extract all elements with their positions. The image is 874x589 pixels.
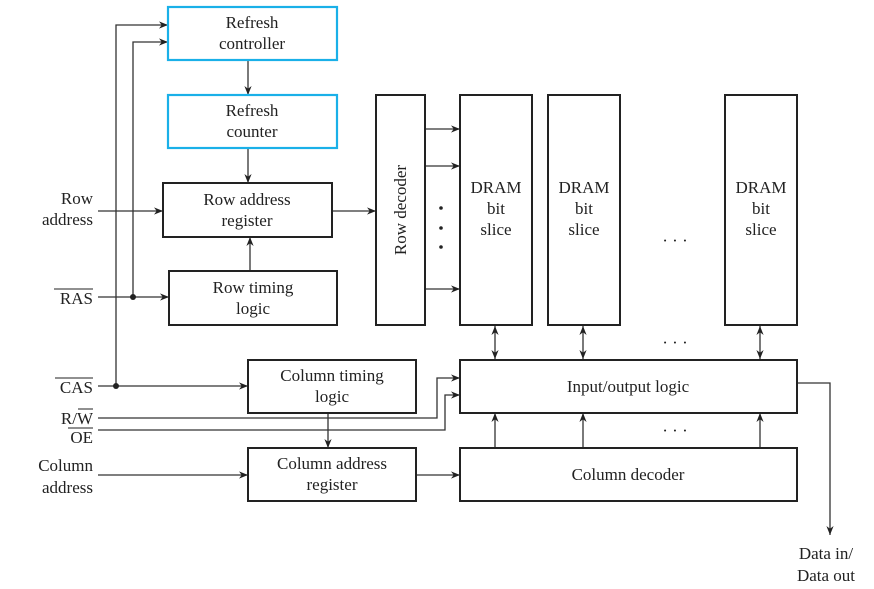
row-address-label: address [42,210,93,229]
svg-text:slice: slice [745,220,776,239]
cas-label: CAS [60,378,93,397]
dram-bit-slice-n: DRAM bit slice [724,94,798,326]
data-wire [797,382,834,535]
rw-label: R/W [61,409,94,428]
column-address-label: address [42,478,93,497]
svg-text:bit: bit [487,199,505,218]
svg-text:slice: slice [568,220,599,239]
column-decoder-block: Column decoder [459,447,798,502]
column-address-register-block: Column address register [247,447,417,502]
svg-text:register: register [222,211,273,230]
dram-bit-slice-2: DRAM bit slice [547,94,621,326]
refresh-controller-block: Refresh controller [166,5,339,62]
ellipsis: · · · [662,333,687,352]
svg-text:Column decoder: Column decoder [572,465,685,484]
ellipsis-dot [439,206,443,210]
svg-text:Column timing: Column timing [280,366,384,385]
wires [98,21,834,535]
ellipsis: · · · [662,421,687,440]
svg-text:logic: logic [315,387,349,406]
io-logic-block: Input/output logic [459,359,798,414]
data-label: Data out [797,566,855,585]
svg-text:controller: controller [219,34,285,53]
svg-text:register: register [307,475,358,494]
ellipsis-dot [439,226,443,230]
refresh-counter-block: Refresh counter [166,93,339,150]
svg-text:Row decoder: Row decoder [391,165,410,256]
row-address-label: Row [61,189,94,208]
oe-wire [98,391,460,431]
svg-text:DRAM: DRAM [735,178,786,197]
column-address-label: Column [38,456,93,475]
svg-text:bit: bit [575,199,593,218]
signal-labels: Row address RAS CAS R/W OE Column addres… [38,189,855,585]
svg-text:Row address: Row address [203,190,290,209]
svg-text:Refresh: Refresh [226,101,279,120]
svg-text:logic: logic [236,299,270,318]
svg-text:Refresh: Refresh [226,13,279,32]
row-timing-logic-block: Row timing logic [168,270,338,326]
ras-label: RAS [60,289,93,308]
row-decoder-block: Row decoder [375,94,426,326]
ras-to-refresh-controller-wire [132,38,168,297]
svg-text:counter: counter [227,122,278,141]
svg-text:Row timing: Row timing [213,278,294,297]
svg-text:Input/output logic: Input/output logic [567,377,690,396]
oe-label: OE [70,428,93,447]
dram-bit-slice-1: DRAM bit slice [459,94,533,326]
row-address-register-block: Row address register [162,182,333,238]
column-timing-logic-block: Column timing logic [247,359,417,414]
junction-dot [130,294,136,300]
data-label: Data in/ [799,544,854,563]
ellipsis: · · · [662,231,687,250]
svg-text:DRAM: DRAM [470,178,521,197]
junction-dot [113,383,119,389]
svg-text:DRAM: DRAM [558,178,609,197]
svg-text:slice: slice [480,220,511,239]
ellipsis-dot [439,245,443,249]
rw-wire [98,374,460,419]
svg-text:bit: bit [752,199,770,218]
cas-to-refresh-controller-wire [115,21,168,386]
svg-text:Column address: Column address [277,454,387,473]
